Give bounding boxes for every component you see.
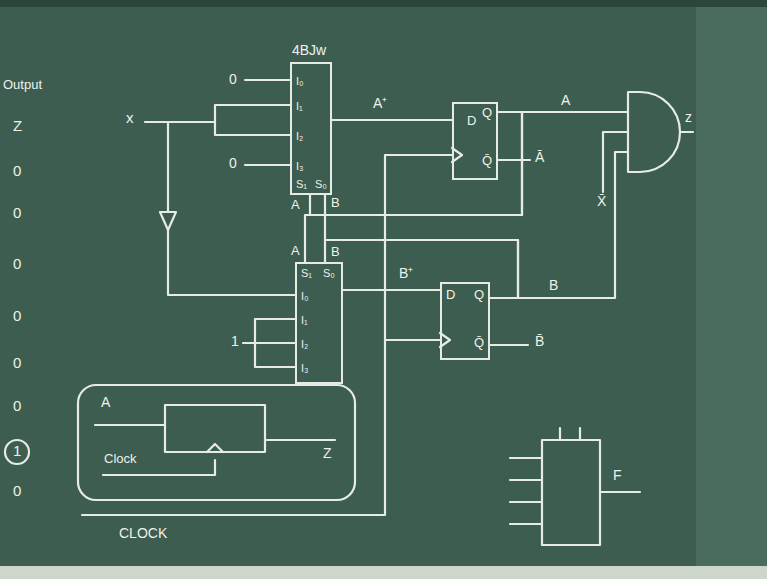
flip-flop-box: DQ Q̄	[452, 102, 498, 180]
signal-name: A	[560, 93, 571, 108]
constant-input: 1	[230, 334, 240, 349]
clock-wire	[82, 155, 452, 515]
pin-label: S₁	[301, 267, 312, 279]
output-value: 0	[12, 398, 22, 415]
signal-name: F	[612, 468, 623, 483]
signal-name: B⁺	[398, 266, 414, 281]
flip-flop-box: D Q Q̄	[440, 282, 490, 360]
clock-symbol	[207, 444, 223, 452]
output-wire	[680, 131, 693, 133]
column-heading: Output	[2, 78, 43, 92]
multiplexer-box: 4BJwI₀I₁I₂I₃S₁S₀	[290, 62, 332, 195]
mux-sketch	[542, 440, 600, 545]
output-value: Z	[12, 118, 23, 135]
pin-label: I₁	[296, 100, 303, 112]
inverter-wire	[168, 122, 295, 295]
output-value: 0	[12, 205, 22, 222]
multiplexer-box: S₁ S₀ I₀ I₁ I₂ I₃	[295, 262, 343, 384]
pin-label: D	[446, 288, 455, 302]
output-value: 0	[12, 256, 22, 273]
pin-label: I₂	[301, 338, 308, 350]
mux-input-wires	[243, 319, 295, 367]
pin-label: S₀	[315, 178, 327, 190]
highlight-circle	[5, 440, 29, 464]
inset-wires	[95, 425, 335, 475]
pin-label: Q̄	[474, 336, 484, 350]
board-frame	[696, 0, 767, 566]
inset-block	[165, 405, 265, 452]
signal-name: Ā	[534, 150, 545, 165]
signal-name: X̄	[596, 194, 607, 209]
signal-name: Z	[322, 446, 333, 461]
signal-wire	[342, 289, 441, 291]
pin-label: Q	[474, 288, 484, 302]
and-gate-symbol	[628, 92, 680, 172]
signal-name: B̄	[534, 334, 545, 349]
pin-label: I₀	[296, 75, 304, 87]
output-value: 0	[12, 308, 22, 325]
part-name: 4BJw	[292, 43, 326, 58]
pin-label: I₂	[296, 130, 303, 142]
constant-input: 0	[228, 156, 238, 171]
output-value: 0	[12, 483, 22, 500]
output-value: 1	[12, 443, 22, 460]
signal-name: A	[290, 198, 301, 212]
output-value: 0	[12, 355, 22, 372]
pin-label: Q	[482, 106, 492, 120]
signal-name: A	[100, 395, 111, 410]
output-value: 0	[12, 163, 22, 180]
chalk-tray	[0, 566, 767, 579]
pin-label: D	[467, 114, 476, 128]
board-top	[0, 0, 767, 7]
pin-label: S₀	[323, 267, 335, 279]
signal-name: B	[330, 196, 341, 210]
pin-label: S₁	[296, 178, 307, 190]
pin-label: I₁	[301, 314, 308, 326]
signal-name: z	[684, 110, 693, 125]
pin-label: Q̄	[482, 154, 492, 168]
pin-label: I₀	[301, 290, 309, 302]
pin-label: I₃	[301, 362, 309, 374]
mux-input-wires	[145, 80, 290, 165]
signal-name: A⁺	[372, 96, 388, 111]
signal-name: A	[290, 244, 301, 258]
pin-label: I₃	[296, 160, 304, 172]
signal-wire	[331, 119, 453, 121]
mux-sketch-wires	[510, 428, 640, 524]
output-wires	[490, 112, 628, 345]
signal-name: B	[548, 278, 559, 293]
constant-input: 0	[228, 72, 238, 87]
signal-wire	[310, 112, 522, 215]
inverter-symbol	[160, 212, 176, 230]
signal-name: B	[330, 245, 341, 259]
inset-outline	[78, 385, 355, 500]
signal-name: Clock	[103, 452, 138, 466]
signal-name: CLOCK	[118, 526, 168, 541]
signal-name: x	[125, 110, 135, 127]
